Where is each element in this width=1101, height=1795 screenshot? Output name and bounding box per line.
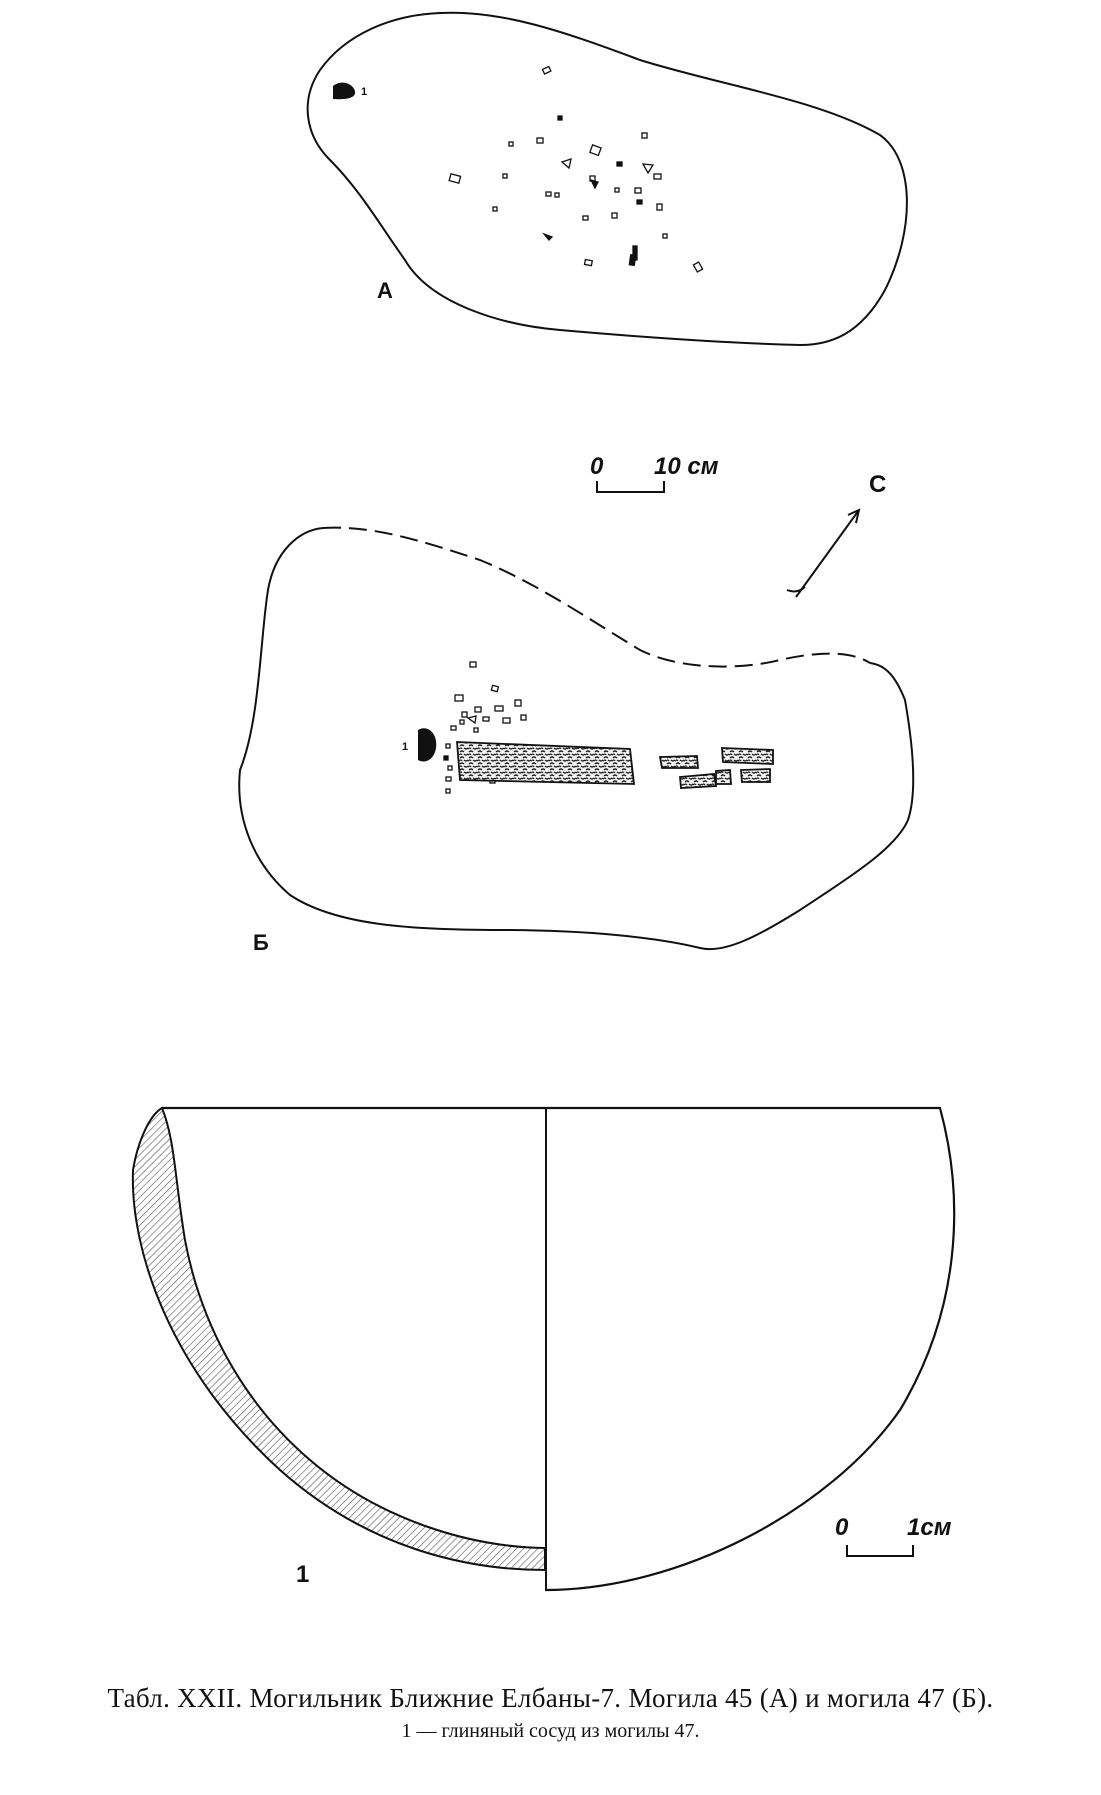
grave-b-vessel [418, 728, 437, 762]
grave-b-bone-remains [456, 741, 774, 789]
vessel-scale-zero: 0 [835, 1514, 849, 1541]
grave-b-label: Б [253, 930, 269, 955]
vessel-wall-section [131, 1106, 546, 1572]
north-arrow-label: С [869, 471, 886, 498]
caption-subtitle: 1 — глиняный сосуд из могилы 47. [401, 1720, 700, 1742]
plan-scale-zero: 0 [590, 453, 604, 480]
vessel-number-label: 1 [296, 1561, 309, 1588]
grave-b-outline-dashed [322, 526, 871, 668]
plan-scale-value: 10 см [654, 453, 719, 480]
grave-b-plan: 1 [238, 526, 915, 955]
grave-a-outline [306, 11, 908, 347]
plan-scale-bar: 0 10 см [590, 453, 719, 493]
grave-a-vessel [333, 82, 356, 100]
north-arrow: С [786, 471, 886, 598]
grave-b-find-number: 1 [402, 741, 408, 753]
vessel-scale-value: 1см [907, 1514, 952, 1541]
figure-caption: Табл. XXII. Могильник Ближние Елбаны-7. … [0, 1683, 1101, 1743]
caption-title: Табл. XXII. Могильник Ближние Елбаны-7. … [107, 1683, 994, 1713]
grave-a-scattered-fragments [448, 65, 704, 273]
vessel-scale-bar: 0 1см [835, 1514, 952, 1557]
grave-b-outline [238, 527, 915, 951]
grave-a-plan: 1 [306, 11, 908, 347]
grave-a-label: А [377, 278, 393, 303]
vessel-1-drawing: 1 [131, 1106, 956, 1592]
vessel-profile-outline [162, 1106, 956, 1592]
grave-a-find-number: 1 [361, 86, 367, 98]
